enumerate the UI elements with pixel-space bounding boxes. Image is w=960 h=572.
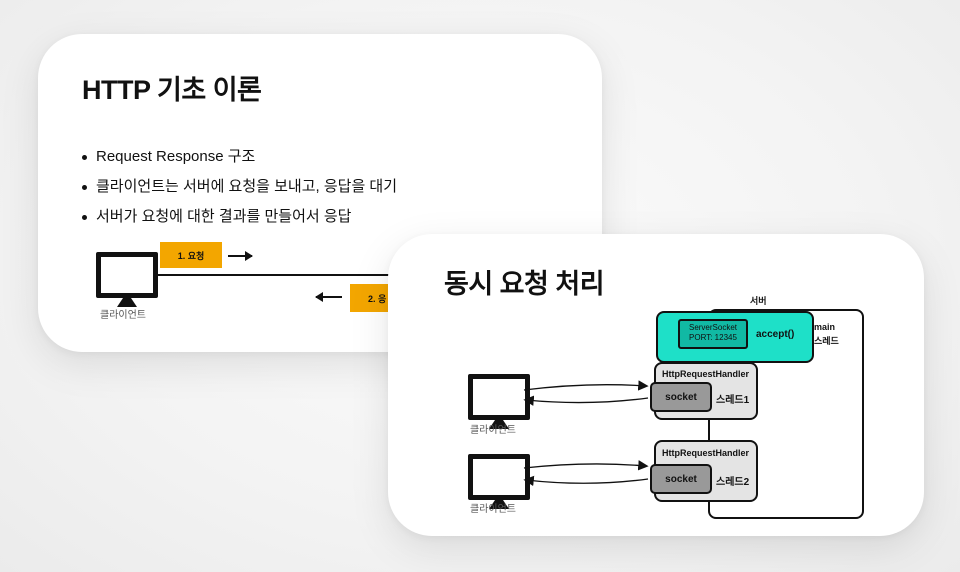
bullet-item: 서버가 요청에 대한 결과를 만들어서 응답	[82, 202, 397, 232]
request-tag: 1. 요청	[160, 242, 222, 268]
connection-line	[155, 274, 602, 276]
handler-label: HttpRequestHandler	[662, 448, 750, 458]
connection-arrows	[523, 380, 649, 487]
monitor-icon	[468, 454, 530, 500]
bullet-item: Request Response 구조	[82, 142, 397, 172]
request-handler-box: HttpRequestHandler socket 스레드1	[650, 362, 758, 420]
arrow-left-icon	[523, 395, 649, 406]
concurrent-request-card: 동시 요청 처리 서버 ServerSocket PORT: 12345 acc…	[388, 234, 924, 536]
main-label: main	[814, 322, 836, 332]
server-socket-label: ServerSocket	[688, 323, 738, 332]
client-label: 클라이언트	[470, 425, 516, 436]
card-title: HTTP 기초 이론	[82, 75, 262, 105]
http-basics-card: HTTP 기초 이론 Request Response 구조 클라이언트는 서버…	[38, 34, 602, 352]
socket-box: socket	[650, 382, 712, 412]
request-handler-box: HttpRequestHandler socket 스레드2	[650, 440, 758, 502]
arrow-right-icon	[523, 460, 649, 471]
arrow-right-icon	[523, 380, 649, 391]
main-thread-label: 스레드	[814, 336, 839, 346]
server-label: 서버	[750, 296, 767, 306]
monitor-icon	[96, 252, 158, 298]
client-label: 클라이언트	[470, 504, 516, 515]
arrow-left-icon	[523, 475, 649, 487]
arrow-left-icon	[315, 292, 342, 302]
server-socket-port: PORT: 12345	[689, 333, 737, 342]
thread-label: 스레드2	[716, 477, 750, 488]
socket-box: socket	[650, 464, 712, 494]
arrow-right-icon	[228, 251, 253, 261]
bullet-list: Request Response 구조 클라이언트는 서버에 요청을 보내고, …	[82, 142, 397, 232]
accept-label: accept()	[756, 329, 795, 340]
bullet-item: 클라이언트는 서버에 요청을 보내고, 응답을 대기	[82, 172, 397, 202]
server-socket-box: ServerSocket PORT: 12345	[678, 319, 748, 349]
handler-label: HttpRequestHandler	[662, 369, 750, 379]
monitor-icon	[468, 374, 530, 420]
client-label: 클라이언트	[100, 310, 146, 321]
thread-label: 스레드1	[716, 395, 750, 406]
card-title: 동시 요청 처리	[444, 269, 605, 299]
